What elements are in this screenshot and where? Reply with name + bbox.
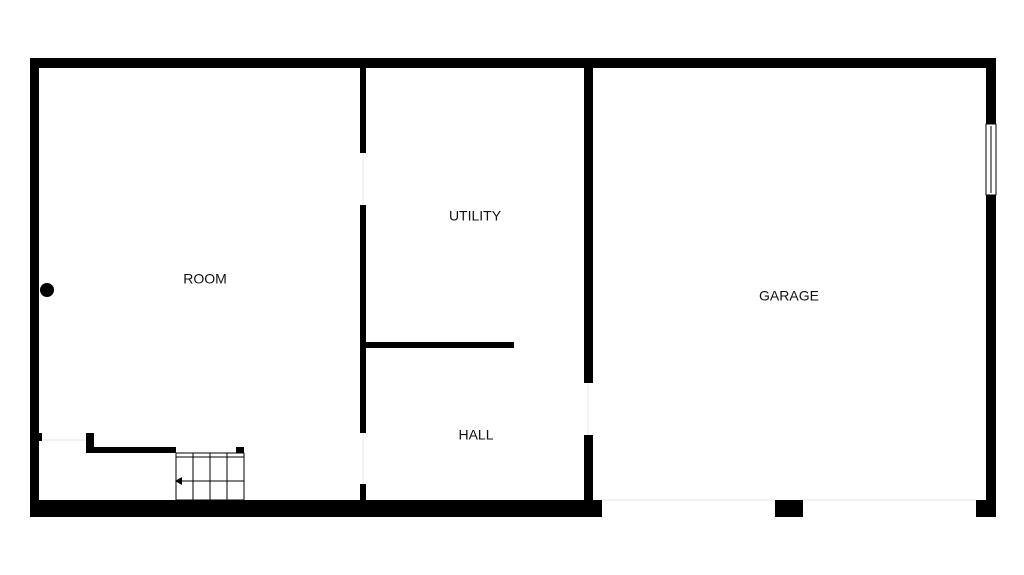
bottom-wall xyxy=(30,500,602,517)
garage-wall-lower xyxy=(584,435,593,500)
exterior-walls xyxy=(30,58,996,517)
garage-window xyxy=(985,123,997,196)
stair-wall-stub-right xyxy=(236,447,244,453)
right-wall-upper xyxy=(986,58,996,124)
interior-walls xyxy=(39,68,593,500)
door-openings xyxy=(42,153,976,501)
room-divider-lower xyxy=(360,484,366,500)
hall-wall xyxy=(366,342,514,348)
room-label-utility: UTILITY xyxy=(449,208,502,224)
staircase xyxy=(175,452,245,501)
garage-wall-upper xyxy=(584,68,593,383)
room-divider-middle xyxy=(360,205,366,433)
top-wall xyxy=(30,58,996,68)
stair-wall-horizontal xyxy=(86,447,176,453)
garage-door-post-middle xyxy=(775,500,803,517)
stair-arrow-icon xyxy=(175,477,182,485)
room-label-room: ROOM xyxy=(183,271,227,287)
left-wall xyxy=(30,58,39,517)
garage-door-post-right xyxy=(976,500,996,517)
stair-wall-stub-left xyxy=(39,433,42,441)
room-divider-upper xyxy=(360,68,366,153)
stair-wall-post xyxy=(86,433,94,453)
room-label-hall: HALL xyxy=(458,427,493,443)
room-label-garage: GARAGE xyxy=(759,288,819,304)
wall-fixture-dot-icon xyxy=(40,283,54,297)
right-wall-lower xyxy=(986,195,996,517)
